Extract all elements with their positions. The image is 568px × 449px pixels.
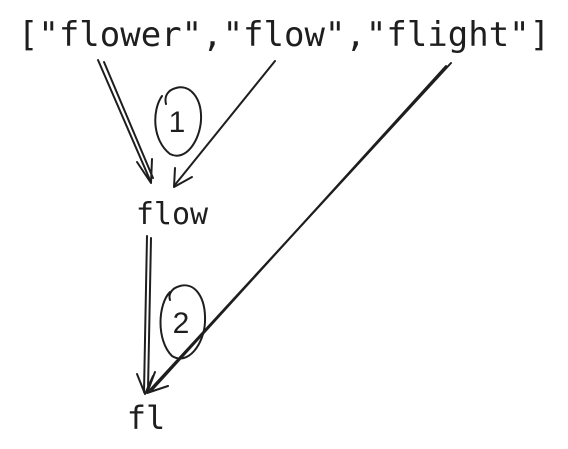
intermediate-result-flow: flow xyxy=(136,197,209,232)
arrow-flower-to-flow xyxy=(97,59,154,184)
step-2-number: 2 xyxy=(173,307,190,340)
step-1-number: 1 xyxy=(169,106,186,139)
input-array-label: ["flower","flow","flight"] xyxy=(18,15,550,55)
arrow-flight-to-fl xyxy=(146,62,452,394)
step-2-marker: 2 xyxy=(159,284,207,360)
arrow-flow-to-fl xyxy=(136,235,154,395)
arrow-flow-to-flow xyxy=(173,60,276,188)
final-result-fl: fl xyxy=(127,399,166,437)
step-1-marker: 1 xyxy=(154,86,203,157)
